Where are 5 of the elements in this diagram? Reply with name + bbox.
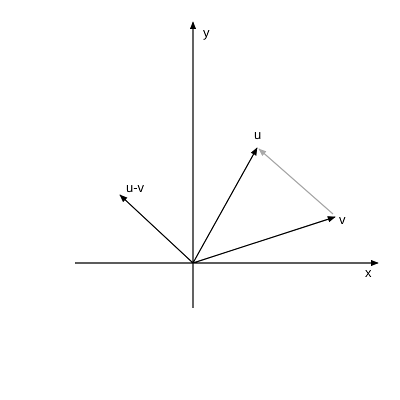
- axis-label: x: [365, 266, 372, 280]
- vector-label: u-v: [126, 181, 144, 195]
- vector-label: v: [339, 213, 346, 227]
- axis-label: y: [203, 26, 210, 40]
- vector-label: u: [254, 128, 262, 142]
